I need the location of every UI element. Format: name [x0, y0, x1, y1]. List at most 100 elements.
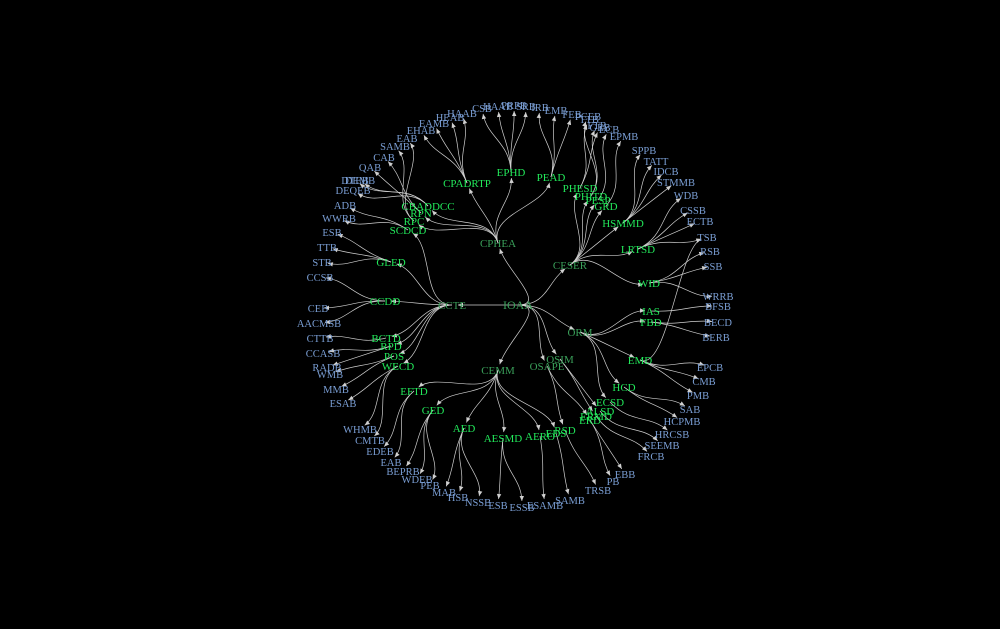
node-idcb[interactable]: IDCB — [653, 167, 678, 178]
node-essb[interactable]: ESSB — [509, 503, 534, 514]
node-ephd[interactable]: EPHD — [497, 167, 526, 179]
node-whmb[interactable]: WHMB — [343, 425, 377, 436]
node-hsmmd[interactable]: HSMMD — [602, 218, 644, 230]
node-cpadrtp[interactable]: CPADRTP — [443, 178, 491, 190]
node-heab[interactable]: HEAB — [436, 113, 465, 124]
node-wid[interactable]: WID — [638, 278, 660, 290]
node-demb[interactable]: DEMB — [345, 176, 375, 187]
node-qab[interactable]: QAB — [359, 163, 381, 174]
node-emb[interactable]: EMB — [545, 106, 568, 117]
node-feb[interactable]: FEB — [562, 110, 581, 121]
node-esab[interactable]: ESAB — [330, 399, 357, 410]
node-ehab[interactable]: EHAB — [407, 126, 436, 137]
node-pos[interactable]: POS — [384, 351, 404, 363]
node-nssb[interactable]: NSSB — [465, 498, 491, 509]
node-wmb[interactable]: WMB — [317, 370, 343, 381]
node-cab[interactable]: CAB — [373, 153, 395, 164]
node-irb[interactable]: IRB — [531, 103, 549, 114]
node-seemb[interactable]: SEEMB — [644, 441, 679, 452]
node-beprb[interactable]: BEPRB — [386, 467, 419, 478]
node-ccdd[interactable]: CCDD — [370, 296, 401, 308]
node-pb[interactable]: PB — [607, 477, 620, 488]
node-eds[interactable]: EDS — [546, 428, 567, 440]
node-ceb[interactable]: CEB — [308, 304, 328, 315]
node-ttb[interactable]: TTB — [579, 115, 599, 126]
node-scdcd[interactable]: SCDCD — [390, 225, 427, 237]
node-ermd[interactable]: ERMD — [580, 411, 612, 423]
node-fbd[interactable]: FBD — [640, 317, 661, 329]
node-wwrb[interactable]: WWRB — [322, 214, 356, 225]
node-epmb[interactable]: EPMB — [610, 132, 639, 143]
node-pmb[interactable]: PMB — [687, 391, 709, 402]
node-wrrb[interactable]: WRRB — [703, 292, 734, 303]
node-ccasb[interactable]: CCASB — [306, 349, 340, 360]
node-grd[interactable]: GRD — [594, 201, 617, 213]
node-epcb[interactable]: EPCB — [697, 363, 723, 374]
node-bfsb[interactable]: BFSB — [705, 302, 731, 313]
node-ectb[interactable]: ECTB — [687, 217, 714, 228]
node-stb[interactable]: STB — [312, 258, 331, 269]
node-berb[interactable]: BERB — [702, 333, 729, 344]
node-rpc[interactable]: RPC — [404, 216, 425, 228]
node-dteb[interactable]: DTEB — [341, 176, 368, 187]
node-erd[interactable]: ERD — [579, 415, 601, 427]
node-prpb[interactable]: PRPB — [501, 101, 527, 112]
node-sab[interactable]: SAB — [680, 405, 700, 416]
node-wecd[interactable]: WECD — [382, 361, 414, 373]
node-hcd[interactable]: HCD — [612, 382, 635, 394]
node-ssb[interactable]: SSB — [704, 262, 723, 273]
node-wdb[interactable]: WDB — [674, 191, 699, 202]
node-pead[interactable]: PEAD — [537, 172, 566, 184]
node-bctd[interactable]: BCTD — [371, 333, 400, 345]
node-esamb[interactable]: ESAMB — [527, 501, 563, 512]
node-rpd[interactable]: RPD — [380, 341, 401, 353]
node-hrcsb[interactable]: HRCSB — [655, 430, 689, 441]
node-ecsd[interactable]: ECSD — [596, 397, 624, 409]
node-hsb[interactable]: HSB — [448, 493, 468, 504]
node-cmb[interactable]: CMB — [692, 377, 715, 388]
node-osape[interactable]: OSAPE — [530, 361, 565, 373]
node-edeb[interactable]: EDEB — [366, 447, 393, 458]
node-samb2[interactable]: SAMB — [380, 142, 410, 153]
node-ccsb[interactable]: CCSB — [307, 273, 334, 284]
node-cemm[interactable]: CEMM — [481, 365, 515, 377]
node-frcb[interactable]: FRCB — [638, 452, 665, 463]
node-emd[interactable]: EMD — [628, 355, 653, 367]
node-alsd[interactable]: ALSD — [586, 406, 615, 418]
node-samb[interactable]: SAMB — [555, 496, 585, 507]
node-deqeb[interactable]: DEQEB — [336, 186, 371, 197]
node-pesp[interactable]: PESP — [585, 195, 610, 207]
node-orm[interactable]: ORM — [567, 327, 592, 339]
node-ecb[interactable]: ECB — [599, 125, 619, 136]
node-haab[interactable]: HAAB — [483, 102, 513, 113]
node-rpn[interactable]: RPN — [410, 208, 431, 220]
node-rsd[interactable]: RSD — [554, 425, 575, 437]
node-aesmd[interactable]: AESMD — [484, 433, 523, 445]
node-csb[interactable]: CSB — [472, 104, 492, 115]
node-peb[interactable]: PEB — [420, 481, 439, 492]
node-phitd[interactable]: PHITD — [575, 191, 607, 203]
node-rsb[interactable]: RSB — [700, 247, 720, 258]
node-radb[interactable]: RADB — [312, 363, 341, 374]
node-mab[interactable]: MAB — [432, 488, 456, 499]
node-cphea[interactable]: CPHEA — [480, 238, 516, 250]
node-esb2[interactable]: ESB — [322, 228, 341, 239]
node-geb[interactable]: GEB — [590, 123, 611, 134]
node-aed[interactable]: AED — [453, 423, 476, 435]
node-eab[interactable]: EAB — [381, 458, 402, 469]
node-stmmb[interactable]: STMMB — [657, 178, 695, 189]
node-cmtb[interactable]: CMTB — [355, 436, 385, 447]
node-becd[interactable]: BECD — [704, 318, 732, 329]
node-ias[interactable]: IAS — [642, 306, 660, 318]
node-cssb[interactable]: CSSB — [680, 206, 706, 217]
node-phesd[interactable]: PHESD — [563, 183, 598, 195]
node-sppb[interactable]: SPPB — [632, 146, 657, 157]
node-ebb[interactable]: EBB — [615, 470, 635, 481]
node-eftd[interactable]: EFTD — [400, 386, 428, 398]
node-aacmsb[interactable]: AACMSB — [297, 319, 341, 330]
node-osim[interactable]: OSIM — [546, 354, 574, 366]
node-haab2[interactable]: HAAB — [447, 109, 477, 120]
node-ioaa[interactable]: IOAA — [503, 298, 533, 312]
node-adb[interactable]: ADB — [334, 201, 356, 212]
node-cbaddcc[interactable]: CBADDCC — [401, 201, 454, 213]
